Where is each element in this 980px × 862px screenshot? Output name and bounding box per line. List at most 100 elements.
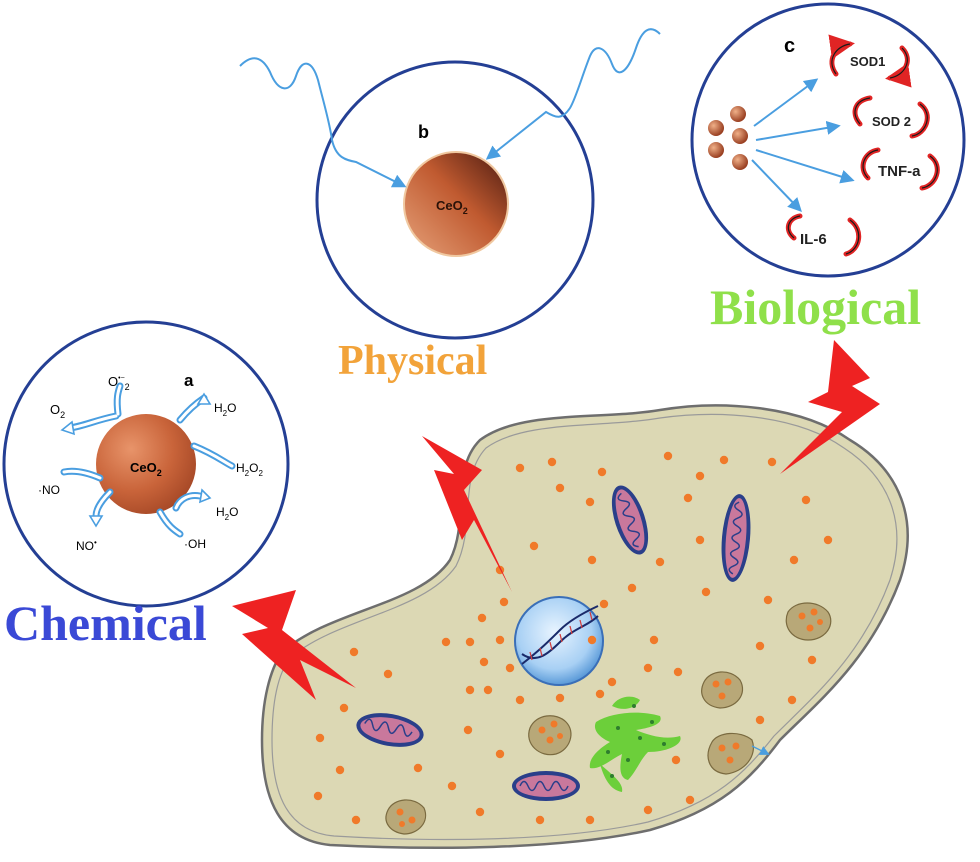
panel-a-letter: a [184,371,194,390]
mitochondrion-3 [611,485,649,555]
nanoparticle-cluster [708,106,748,170]
physical-label: Physical [338,338,487,384]
ceo2-particle-b [403,151,509,257]
nanoparticle-dot [597,467,607,477]
nanoparticle-dot [555,693,565,703]
nanoparticle-dot [763,595,773,605]
target-tnf-a: TNF-a [878,163,921,180]
nanoparticle-dot [479,657,489,667]
vesicle-4 [707,732,770,775]
ceo2-particle-a [96,414,196,514]
nanoparticle-dot [495,635,505,645]
panel-b: b CeO2 [239,28,661,340]
nanoparticle-dot [683,493,693,503]
bolt-physical [422,436,512,592]
panel-c-letter: c [784,35,795,57]
h2o-top-label: H [214,401,223,415]
nanoparticle-dot [475,807,485,817]
svg-text:O2: O2 [50,402,65,420]
svg-text:H2O2: H2O2 [236,461,263,478]
nanoparticle-dot [701,587,711,597]
nanoparticle-dot [383,669,393,679]
svg-text:H2O: H2O [214,401,236,418]
nanoparticle-dot [585,497,595,507]
nanoparticle-dot [499,597,509,607]
dna-strand [521,605,599,665]
nanoparticle-dot [335,765,345,775]
superoxide-label: O [108,374,118,389]
nanoparticle-dot [767,457,777,467]
bolt-biological [780,340,880,474]
nanoparticle-dot [595,689,605,699]
nanoparticle-dot [695,471,705,481]
nanoparticle-dot [789,555,799,565]
mitochondrion-1 [356,713,424,747]
nanoparticle-dot [599,599,609,609]
nanoparticle-dot [787,695,797,705]
h2o2-label: H [236,461,245,475]
svg-text:H2O: H2O [216,505,238,522]
bolt-chemical [232,590,356,700]
nanoparticle-dot [627,583,637,593]
svg-text:CeO2: CeO2 [436,198,468,216]
nanoparticle-dot [673,667,683,677]
nanoparticle-dots [313,451,833,825]
no-radical-label: ·NO [38,483,60,497]
nanoparticle-dot [313,791,323,801]
panel-c: c [690,2,966,278]
panel-b-letter: b [418,122,429,142]
target-il-6: IL-6 [800,231,827,248]
o2-label: O [50,402,60,417]
ceo2-label-b: CeO [436,198,463,213]
nucleus [514,596,604,686]
no-product-label: NO [76,539,94,553]
nanoparticle-dot [663,451,673,461]
nanoparticle-dot [755,641,765,651]
ceo2-label-a: CeO [130,460,157,475]
nanoparticle-dot [465,685,475,695]
nanoparticle-dot [483,685,493,695]
vesicle-3 [701,671,744,709]
vesicle-2 [785,602,832,641]
nanoparticle-dot [529,541,539,551]
svg-text:NO•: NO• [76,538,97,553]
nanoparticle-dot [535,815,545,825]
nanoparticle-dot [587,635,597,645]
nanoparticle-dot [695,535,705,545]
mitochondrion-4 [721,494,751,582]
nanoparticle-dot [655,557,665,567]
target-sod1: SOD1 [850,54,885,69]
nanoparticle-dot [505,663,515,673]
nanoparticle-dot [823,535,833,545]
nanoparticle-dot [351,815,361,825]
nanoparticle-dot [649,635,659,645]
nanoparticle-dot [495,749,505,759]
nanoparticle-dot [349,647,359,657]
nanoparticle-dot [463,725,473,735]
nanoparticle-dot [477,613,487,623]
golgi-apparatus [589,696,681,792]
nanoparticle-dot [441,637,451,647]
nanoparticle-dot [643,663,653,673]
nanoparticle-dot [515,695,525,705]
nanoparticle-dot [755,715,765,725]
mitochondrion-2 [512,771,580,801]
nanoparticle-dot [807,655,817,665]
nanoparticle-dot [339,703,349,713]
nanoparticle-dot [801,495,811,505]
cell [260,404,909,850]
nanoparticle-dot [447,781,457,791]
h2o-bottom-label: H [216,505,225,519]
panel-a: a CeO2 [2,320,290,608]
chemical-label: Chemical [4,595,207,651]
nanoparticle-dot [671,755,681,765]
nanoparticle-dot [515,463,525,473]
light-wave-right [485,28,661,160]
nanoparticle-dot [587,555,597,565]
nanoparticle-dot [685,795,695,805]
nanoparticle-dot [643,805,653,815]
nanoparticle-dot [607,677,617,687]
svg-text:O•−2: O•−2 [108,374,130,392]
